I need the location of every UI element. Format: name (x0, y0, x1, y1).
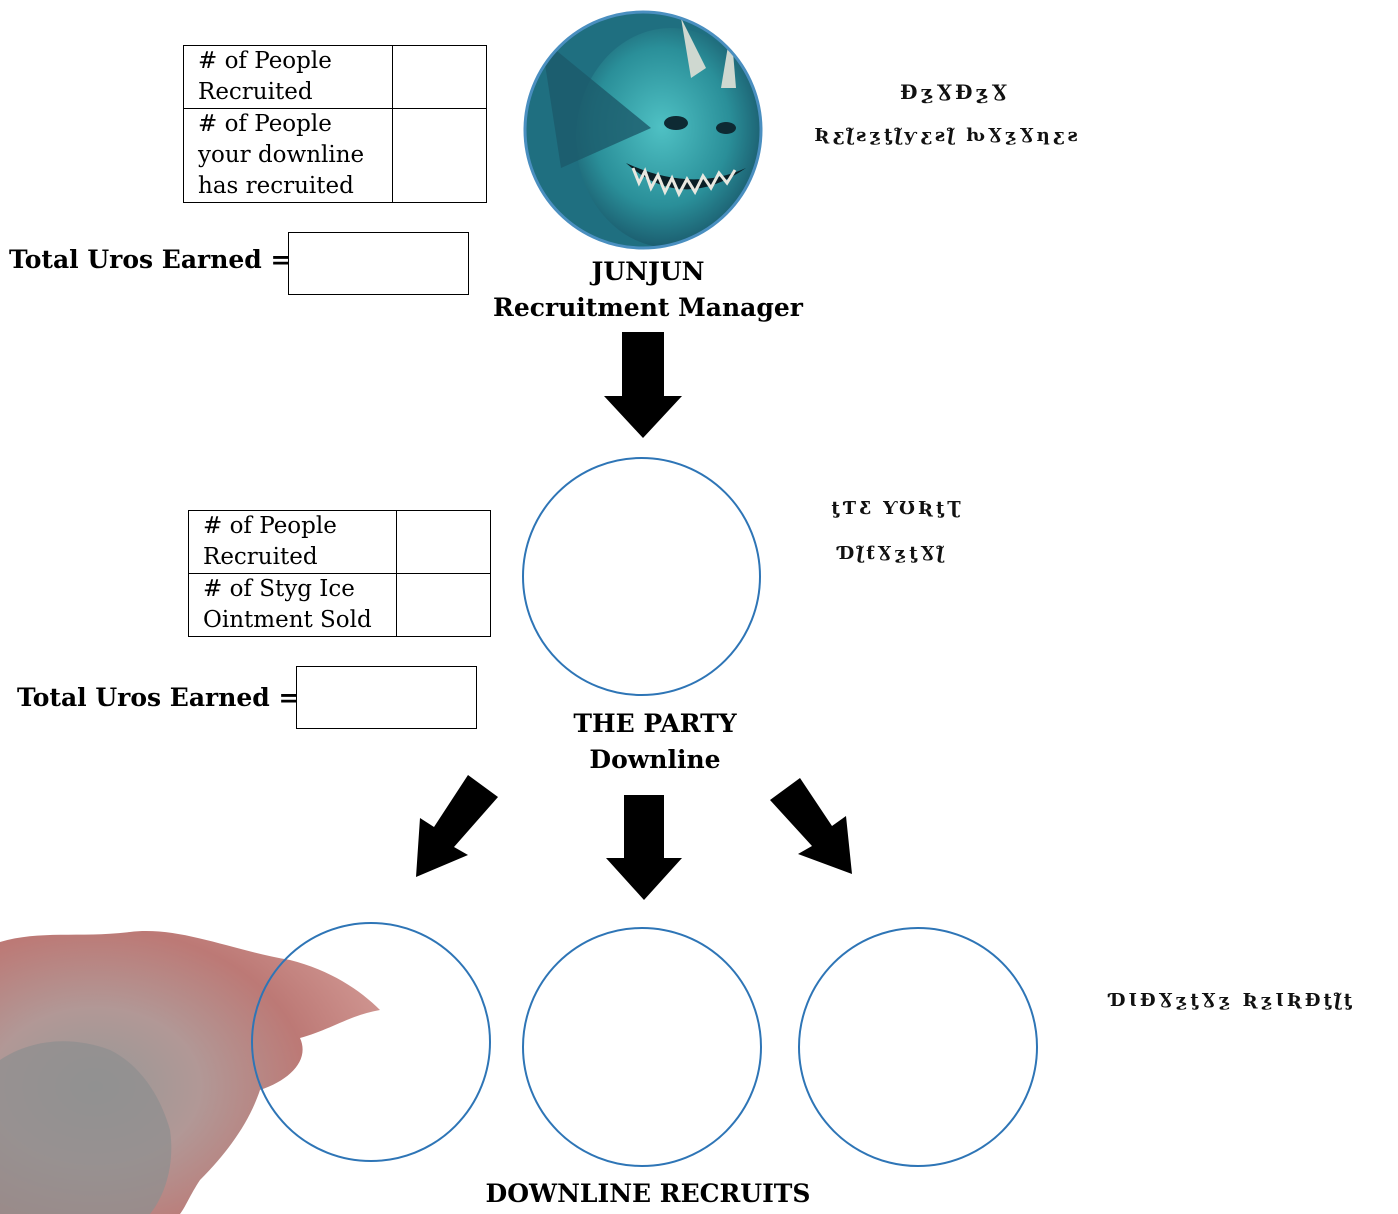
down-arrow-icon (604, 332, 682, 438)
party-total-input[interactable] (296, 666, 477, 729)
manager-cipher-line1: ƉƺƔƉƺƔ (899, 80, 1011, 104)
recruit-circle-2 (522, 927, 762, 1167)
party-ointment-sold-label: # of Styg Ice Ointment Sold (188, 573, 397, 637)
party-title: THE PARTY Downline (520, 706, 790, 778)
party-ointment-sold-value-cell[interactable] (396, 573, 491, 637)
manager-role: Recruitment Manager (493, 293, 803, 322)
down-arrow-icon (606, 795, 682, 900)
party-role: Downline (589, 745, 721, 774)
table-row: # of People your downline has recruited (183, 108, 487, 203)
manager-recruited-value-cell[interactable] (392, 45, 487, 109)
demon-portrait-icon (523, 10, 763, 250)
manager-downline-recruited-label: # of People your downline has recruited (183, 108, 393, 203)
recruit-circle-1 (251, 922, 491, 1162)
party-recruited-label: # of People Recruited (188, 510, 397, 574)
manager-title: JUNJUN Recruitment Manager (470, 254, 826, 326)
manager-total-label: Total Uros Earned = (9, 245, 292, 274)
recruits-title: DOWNLINE RECRUITS (485, 1179, 811, 1208)
manager-recruited-label: # of People Recruited (183, 45, 393, 109)
down-left-arrow-icon (416, 775, 498, 877)
manager-stats-table: # of People Recruited # of People your d… (183, 45, 487, 203)
manager-downline-recruited-value-cell[interactable] (392, 108, 487, 203)
party-cipher-line1: ƫƬƸ ƳƱƦƫƮ (831, 498, 964, 519)
recruit-circle-3 (798, 927, 1038, 1167)
table-row: # of Styg Ice Ointment Sold (188, 573, 491, 637)
recruits-cipher: ƊƖƉƔƺƫƔƺ ƦƺƖƦƉƫƪƫ (1109, 990, 1356, 1011)
party-name: THE PARTY (573, 709, 737, 738)
manager-cipher-line2: Ʀƹƪƨƺƫƪƴƹƨƪ ƕƔƺƔƞƹƨ (814, 125, 1081, 146)
down-right-arrow-icon (770, 778, 852, 874)
party-circle (522, 457, 761, 696)
party-stats-table: # of People Recruited # of Styg Ice Oint… (188, 510, 491, 637)
party-recruited-value-cell[interactable] (396, 510, 491, 574)
party-cipher-line2: ƊƪƭƔƺƫƔƪ (838, 543, 947, 564)
manager-name: JUNJUN (591, 257, 705, 286)
manager-total-input[interactable] (288, 232, 469, 295)
table-row: # of People Recruited (183, 45, 487, 109)
party-total-label: Total Uros Earned = (17, 683, 300, 712)
table-row: # of People Recruited (188, 510, 491, 574)
